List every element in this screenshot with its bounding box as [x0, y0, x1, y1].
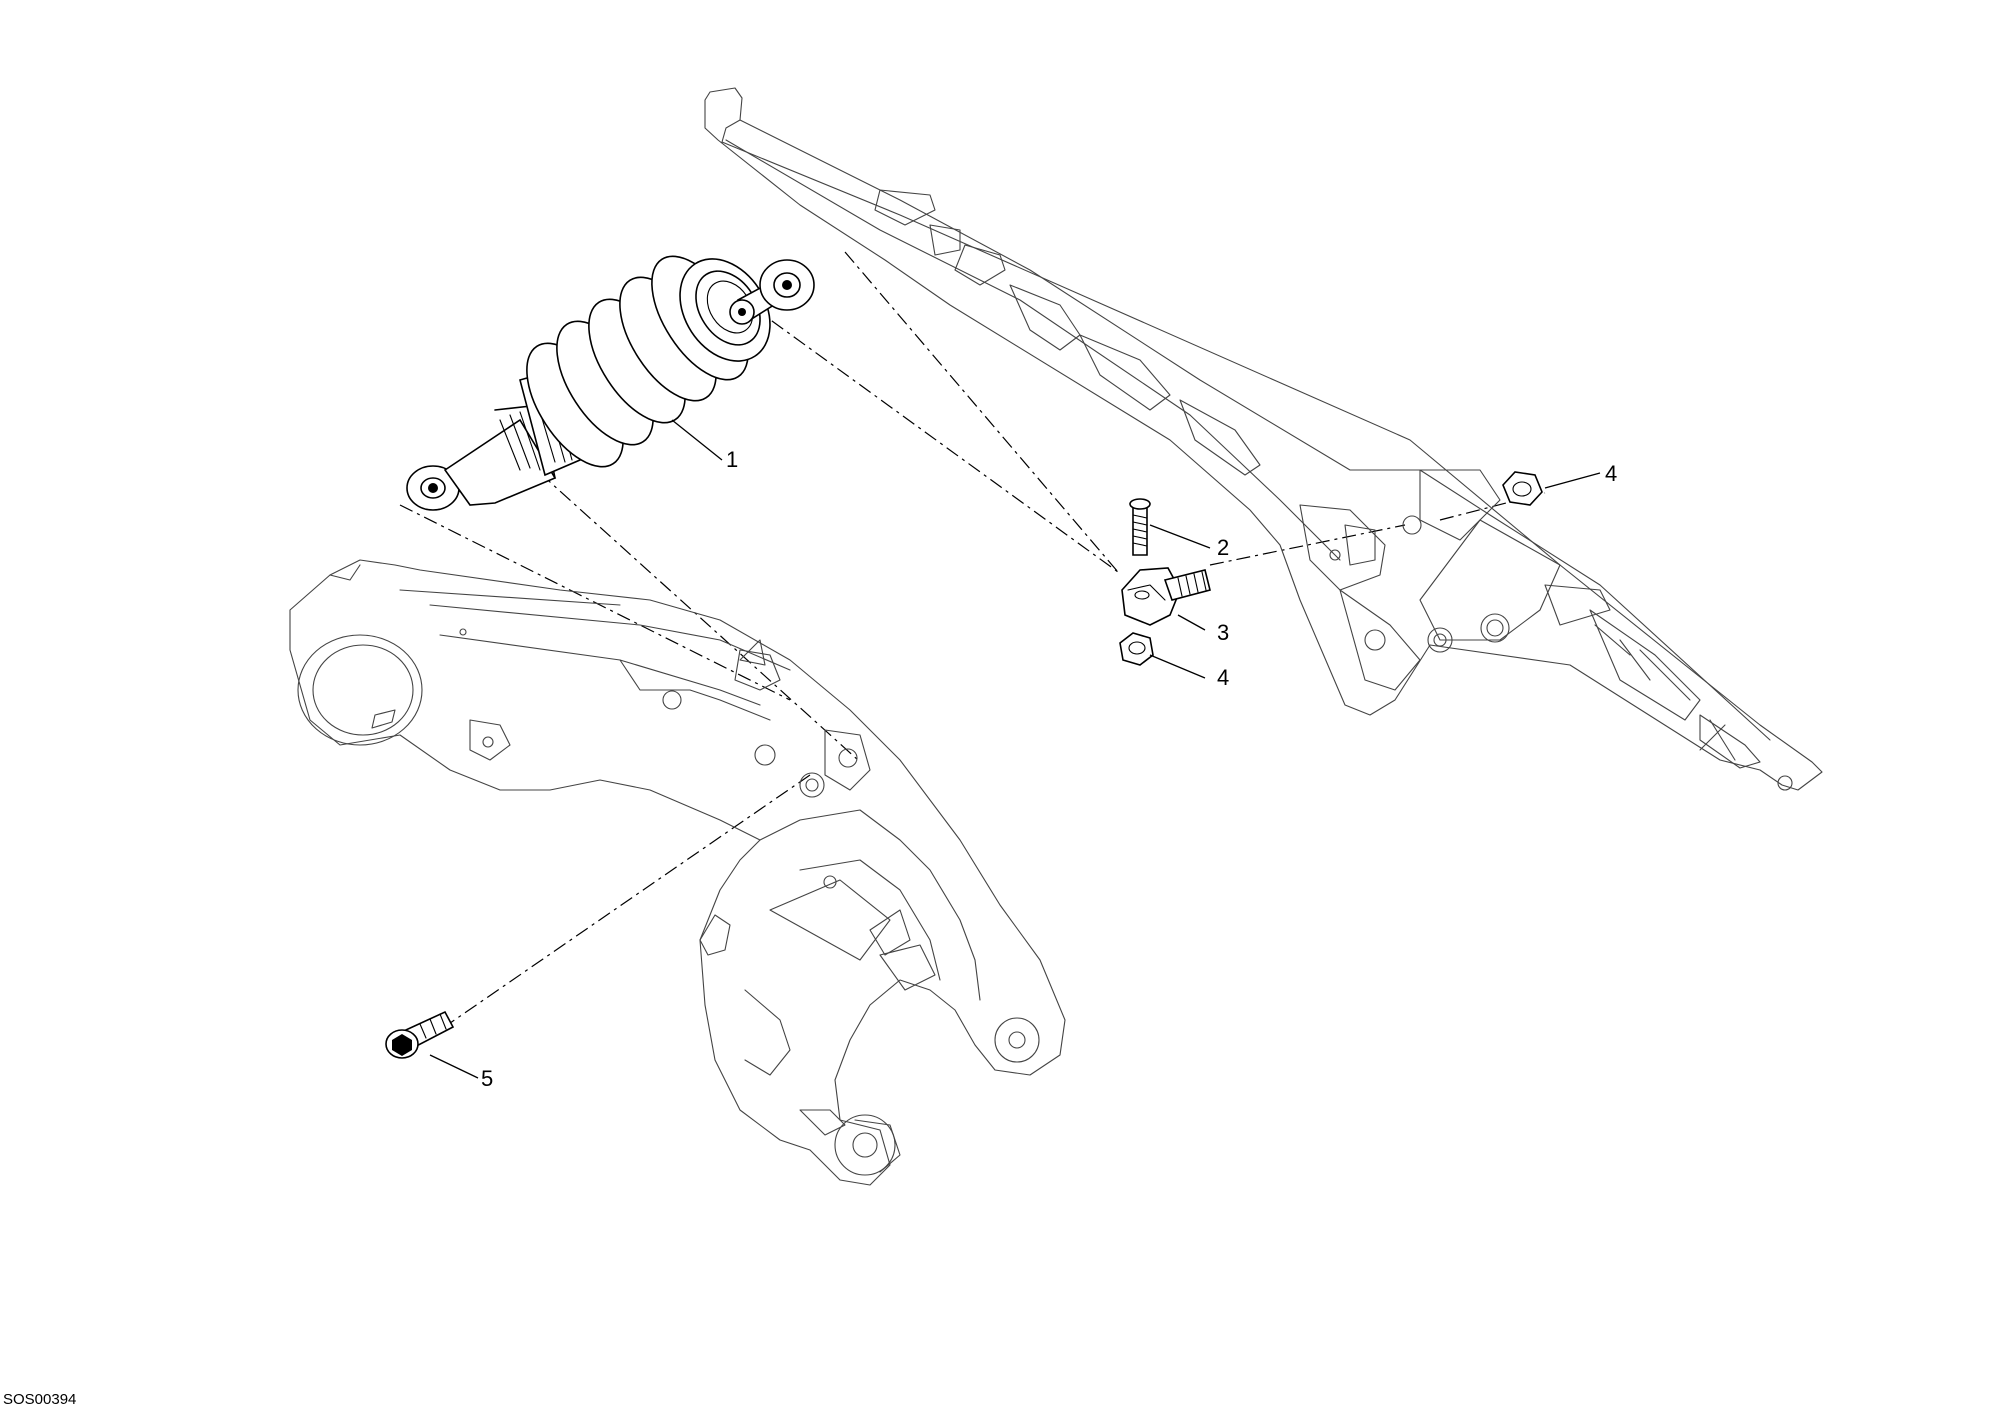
- assembly-axis-lines: [399, 251, 1546, 1031]
- callout-5: 5: [481, 1066, 493, 1091]
- shock-absorber: [406, 255, 815, 511]
- bolt-lower: [385, 1010, 455, 1059]
- callout-2: 2: [1217, 535, 1229, 560]
- nut-lower: [1119, 632, 1154, 666]
- callout-4-upper: 4: [1605, 461, 1617, 486]
- bolt-upper: [1129, 498, 1151, 556]
- rear-subframe: [704, 87, 1823, 791]
- leader-lines: [429, 419, 1601, 1079]
- nut-upper: [1502, 471, 1543, 506]
- linkage-bracket: [1121, 567, 1211, 626]
- callout-3: 3: [1217, 620, 1229, 645]
- document-code: SOS00394: [3, 1391, 76, 1408]
- callout-4-lower: 4: [1217, 665, 1229, 690]
- swingarm: [289, 559, 1066, 1186]
- callout-1: 1: [726, 447, 738, 472]
- callout-labels: 1 2 3 4 4 5: [481, 447, 1617, 1091]
